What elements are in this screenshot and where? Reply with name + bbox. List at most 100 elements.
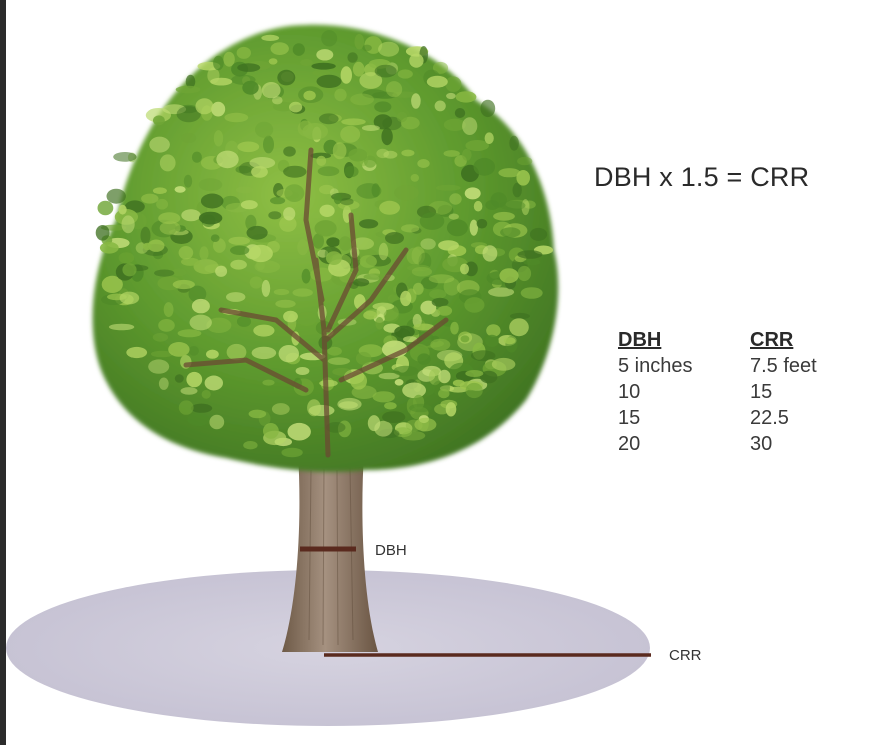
leaf-clump	[379, 243, 389, 260]
leaf-clump	[215, 266, 227, 277]
leaf-clump	[446, 93, 456, 99]
leaf-clump	[492, 358, 516, 371]
leaf-clump	[394, 185, 419, 200]
dbh-crr-table: DBH CRR 5 inches 7.5 feet 10 15 15 22.5 …	[618, 327, 817, 457]
leaf-clump	[368, 415, 380, 431]
leaf-clump	[187, 413, 210, 426]
leaf-clump	[153, 115, 165, 125]
leaf-clump	[500, 201, 526, 211]
leaf-clump	[202, 390, 211, 399]
leaf-clump	[509, 318, 529, 336]
leaf-clump	[247, 226, 268, 240]
leaf-clump	[230, 260, 247, 270]
leaf-clump	[382, 411, 405, 423]
leaf-clump	[334, 193, 342, 204]
leaf-clump	[199, 212, 222, 225]
leaf-clump	[436, 185, 461, 191]
leaf-clump	[350, 94, 374, 106]
leaf-clump	[409, 404, 432, 413]
leaf-clump	[250, 276, 263, 288]
leaf-clump	[271, 42, 289, 55]
leaf-clump	[435, 101, 446, 112]
leaf-clump	[384, 402, 397, 409]
leaf-clump	[154, 270, 174, 277]
leaf-clump	[417, 159, 429, 168]
leaf-clump	[297, 239, 308, 255]
leaf-clump	[269, 58, 278, 64]
leaf-clump	[211, 102, 225, 117]
leaf-clump	[347, 52, 357, 63]
column-header-crr: CRR	[750, 327, 817, 353]
leaf-clump	[119, 252, 135, 263]
leaf-clump	[401, 150, 414, 157]
leaf-clump	[375, 65, 397, 78]
leaf-clump	[333, 142, 347, 159]
leaf-clump	[303, 91, 315, 101]
leaf-clump	[199, 246, 208, 260]
leaf-clump	[521, 287, 543, 299]
leaf-clump	[438, 306, 453, 316]
leaf-clump	[360, 255, 377, 268]
leaf-clump	[446, 402, 457, 416]
leaf-clump	[412, 267, 432, 277]
leaf-clump	[120, 292, 140, 305]
leaf-clump	[190, 315, 212, 331]
leaf-clump	[192, 152, 202, 163]
crr-cell: 22.5	[750, 405, 817, 431]
leaf-clump	[376, 149, 389, 158]
leaf-clump	[262, 380, 274, 386]
leaf-clump	[283, 166, 306, 178]
leaf-clump	[153, 187, 167, 194]
leaf-clump	[385, 232, 404, 244]
crr-cell: 15	[750, 379, 817, 405]
leaf-clump	[186, 372, 202, 387]
leaf-clump	[429, 289, 446, 299]
leaf-clump	[311, 63, 335, 70]
leaf-clump	[283, 311, 298, 323]
leaf-clump	[107, 189, 126, 204]
leaf-clump	[504, 337, 516, 344]
leaf-clump	[241, 200, 258, 209]
leaf-clump	[119, 205, 127, 215]
leaf-clump	[460, 264, 469, 275]
leaf-clump	[516, 170, 530, 186]
leaf-clump	[378, 42, 399, 57]
leaf-clump	[98, 201, 114, 215]
leaf-clump	[209, 415, 224, 430]
leaf-clump	[400, 291, 411, 306]
tree-trunk	[282, 452, 378, 652]
leaf-clump	[480, 100, 495, 117]
leaf-clump	[447, 219, 468, 236]
leaf-clump	[517, 157, 532, 165]
table-row: 15 22.5	[618, 405, 817, 431]
leaf-clump	[153, 333, 168, 342]
leaf-clump	[465, 140, 489, 151]
leaf-clump	[420, 238, 435, 249]
leaf-clump	[237, 63, 260, 72]
leaf-clump	[113, 152, 136, 162]
leaf-clump	[288, 423, 311, 441]
leaf-clump	[192, 299, 210, 313]
leaf-clump	[181, 387, 198, 395]
leaf-clump	[417, 353, 430, 364]
leaf-clump	[474, 158, 496, 176]
leaf-clump	[318, 166, 340, 176]
leaf-clump	[156, 199, 168, 210]
leaf-clump	[359, 219, 378, 228]
leaf-clump	[319, 380, 338, 387]
leaf-clump	[362, 45, 372, 52]
leaf-clump	[414, 418, 436, 432]
leaf-clump	[122, 263, 136, 276]
leaf-clump	[178, 329, 202, 337]
leaf-clump	[397, 112, 408, 122]
leaf-clump	[432, 298, 449, 307]
leaf-clump	[420, 212, 445, 230]
leaf-clump	[275, 300, 295, 308]
leaf-clump	[341, 118, 366, 125]
leaf-clump	[143, 243, 152, 250]
leaf-clump	[500, 227, 520, 237]
leaf-clump	[466, 383, 483, 398]
leaf-clump	[462, 149, 472, 161]
leaf-clump	[344, 166, 358, 177]
leaf-clump	[263, 423, 279, 439]
